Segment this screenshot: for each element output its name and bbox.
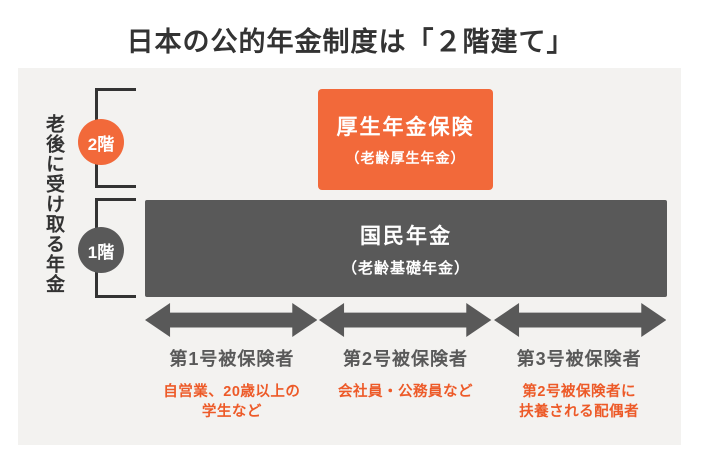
kokumin-nenkin-box: 国民年金 （老齢基礎年金） xyxy=(145,200,667,297)
category-3-description: 第2号被保険者に 扶養される配偶者 xyxy=(519,384,640,420)
page-title: 日本の公的年金制度は「２階建て」 xyxy=(126,27,575,57)
kosei-nenkin-subtitle: （老齢厚生年金） xyxy=(345,150,466,166)
kosei-nenkin-box: 厚生年金保険 （老齢厚生年金） xyxy=(318,89,493,190)
diagram-panel: 老後に受け取る年金 2階 1階 厚生年金保険 （老齢厚生年金） 国民年金 （老齢… xyxy=(18,68,681,445)
side-axis-label: 老後に受け取る年金 xyxy=(43,114,64,294)
double-arrow-icon xyxy=(145,303,318,337)
kokumin-nenkin-subtitle: （老齢基礎年金） xyxy=(341,259,470,277)
double-arrow-shape xyxy=(145,303,318,337)
floor1-badge: 1階 xyxy=(78,227,124,273)
double-arrow-icon xyxy=(493,303,666,337)
double-arrow-shape xyxy=(319,303,492,337)
category-1-label: 第1号被保険者 xyxy=(169,349,295,369)
category-3-label: 第3号被保険者 xyxy=(516,349,642,369)
category-row: 第1号被保険者 自営業、20歳以上の 学生など 第2号被保険者 会社員・公務員な… xyxy=(145,345,666,422)
kosei-nenkin-title: 厚生年金保険 xyxy=(336,116,475,139)
category-2-label: 第2号被保険者 xyxy=(343,349,469,369)
category-3: 第3号被保険者 第2号被保険者に 扶養される配偶者 xyxy=(492,345,666,422)
kokumin-nenkin-title: 国民年金 xyxy=(360,224,452,248)
category-2: 第2号被保険者 会社員・公務員など xyxy=(319,345,493,422)
category-2-description: 会社員・公務員など xyxy=(338,384,473,400)
category-1: 第1号被保険者 自営業、20歳以上の 学生など xyxy=(145,345,319,422)
category-arrow-row xyxy=(145,303,666,337)
category-1-description: 自営業、20歳以上の 学生など xyxy=(163,384,301,420)
floor2-badge: 2階 xyxy=(78,119,124,165)
double-arrow-icon xyxy=(319,303,492,337)
double-arrow-shape xyxy=(493,303,666,337)
